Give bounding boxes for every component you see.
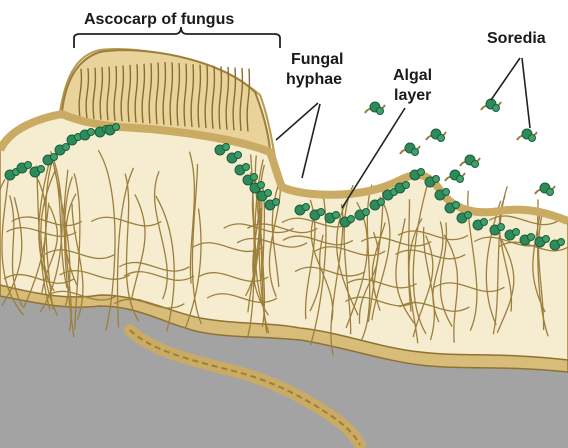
soredium [445,170,465,183]
algal-cell [443,189,450,196]
algal-cell [348,216,355,223]
soredium [400,143,420,156]
algal-cell [481,219,488,226]
soredium-alga [529,135,536,142]
algal-cell [498,224,505,231]
algal-cell [243,164,250,171]
algal-layer-label-line1: Algal [393,67,432,84]
algal-cell [558,239,565,246]
fungal-hyphae-label-line1: Fungal [291,51,343,68]
fungal-hyphae-leader-a [276,103,318,140]
algal-cell [88,129,95,136]
soredium-alga [377,108,384,115]
algal-cell [51,154,58,161]
algal-cell [465,212,472,219]
soredium-alga [412,149,419,156]
soredium [517,129,537,142]
algal-cell [265,190,272,197]
algal-cell [38,166,45,173]
algal-cell [403,182,410,189]
algal-cell [418,169,425,176]
algal-cell [63,144,70,151]
algal-cell [333,212,340,219]
ascocarp-bracket [74,27,280,48]
algal-cell [378,199,385,206]
algal-cell [303,204,310,211]
soredium-alga [547,189,554,196]
fungal-hyphae-label-line2: hyphae [286,71,342,88]
algal-cell [528,234,535,241]
algal-cell [543,236,550,243]
soredium [460,155,480,168]
soredia-leader-b [522,58,530,128]
soredia-leader-a [491,58,520,100]
algal-cell [363,209,370,216]
soredium [426,129,446,142]
algal-cell [513,229,520,236]
soredium-alga [457,176,464,183]
algal-cell [251,174,258,181]
algal-layer-label-line2: layer [394,87,431,104]
soredium [481,99,501,112]
algal-cell [223,144,230,151]
ascocarp-label: Ascocarp of fungus [84,11,234,28]
soredium-alga [472,161,479,168]
algal-cell [433,176,440,183]
algal-cell [258,182,265,189]
algal-cell [113,124,120,131]
soredium-alga [493,105,500,112]
soredia-label: Soredia [487,30,546,47]
algal-cell [453,202,460,209]
soredium-alga [438,135,445,142]
algal-cell [273,199,280,206]
algal-cell [25,162,32,169]
algal-cell [235,152,242,159]
soredium [365,102,385,115]
soredium [535,183,555,196]
algal-cell [318,209,325,216]
